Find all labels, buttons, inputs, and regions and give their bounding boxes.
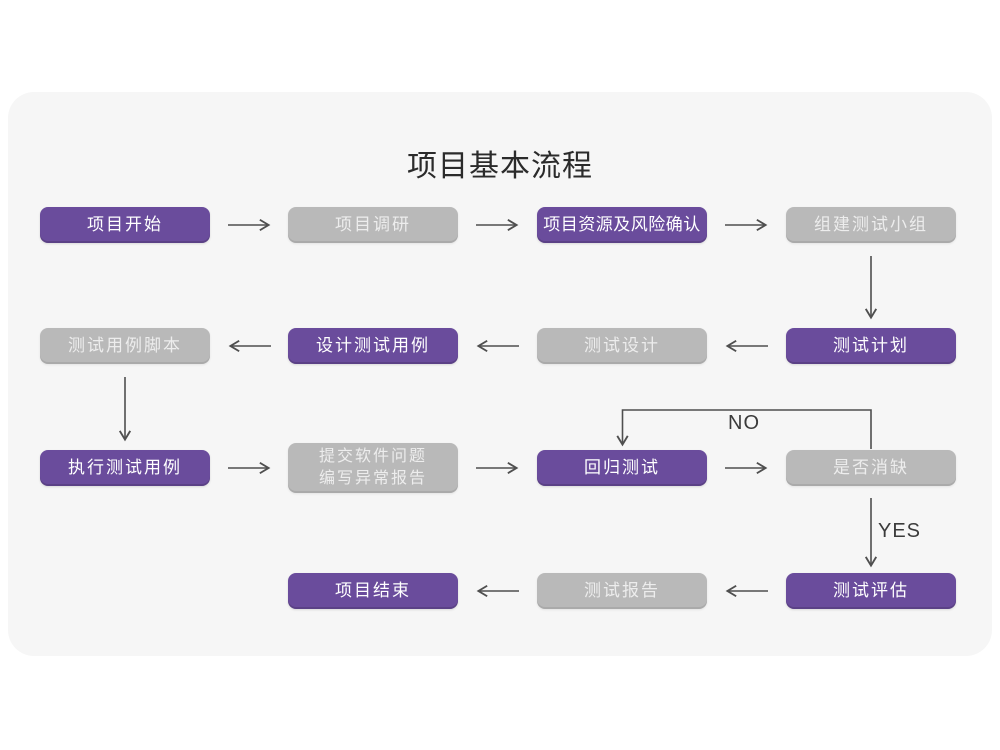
node-project-research: 项目调研 (288, 207, 458, 243)
node-test-report: 测试报告 (537, 573, 707, 609)
node-test-evaluate: 测试评估 (786, 573, 956, 609)
node-test-plan: 测试计划 (786, 328, 956, 364)
node-project-end: 项目结束 (288, 573, 458, 609)
node-project-start: 项目开始 (40, 207, 210, 243)
node-test-case-script: 测试用例脚本 (40, 328, 210, 364)
node-test-design: 测试设计 (537, 328, 707, 364)
yes-branch-label: YES (878, 520, 922, 542)
node-resource-risk: 项目资源及风险确认 (537, 207, 707, 243)
no-branch-label: NO (728, 412, 760, 434)
node-build-test-team: 组建测试小组 (786, 207, 956, 243)
page-title: 项目基本流程 (407, 150, 593, 183)
node-regression-test: 回归测试 (537, 450, 707, 486)
node-defect-cleared: 是否消缺 (786, 450, 956, 486)
flowchart-panel (8, 92, 992, 656)
node-design-test-case: 设计测试用例 (288, 328, 458, 364)
node-execute-test-case: 执行测试用例 (40, 450, 210, 486)
node-submit-issue-report: 提交软件问题 编写异常报告 (288, 443, 458, 493)
